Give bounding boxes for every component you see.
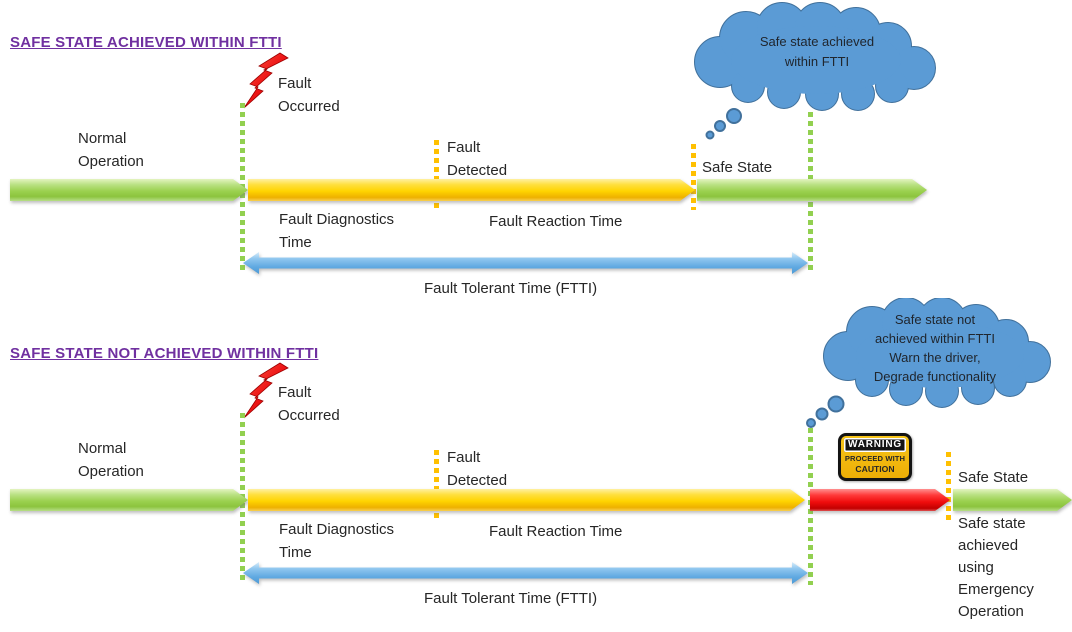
fault-occurred-label: Fault Occurred: [278, 75, 340, 115]
section1-title: SAFE STATE ACHIEVED WITHIN FTTI: [10, 34, 282, 51]
fault-detected-dotted-line: [434, 450, 439, 522]
normal-operation-label: Normal Operation: [78, 130, 144, 170]
safe-state-dotted-line: [946, 452, 951, 522]
safe-state-arrow: [953, 489, 1072, 511]
fault-detected-label: Fault Detected: [447, 449, 508, 489]
thought-bubble-text: Safe state not achieved within FTTI Warn…: [873, 312, 997, 384]
fault-detected-dotted-line: [434, 140, 439, 212]
safe-state-label: Safe State: [958, 469, 1029, 486]
fault-handling-arrow: [248, 489, 805, 511]
warning-sign-line2: PROCEED WITH: [844, 454, 906, 463]
thought-bubble-text: Safe state achieved within FTTI: [759, 34, 875, 69]
lightning-bolt-icon: [243, 362, 289, 419]
section2-title: SAFE STATE NOT ACHIEVED WITHIN FTTI: [10, 345, 319, 362]
safe-state-arrow: [697, 179, 927, 201]
fault-occurred-label: Fault Occurred: [278, 384, 340, 424]
warning-sign-line3: CAUTION: [855, 464, 895, 474]
warning-sign-title: WARNING: [844, 438, 906, 452]
normal-operation-arrow: [10, 489, 248, 511]
fault-reaction-label: Fault Reaction Time: [489, 213, 623, 230]
normal-operation-arrow: [10, 179, 248, 201]
fault-reaction-label: Fault Reaction Time: [489, 523, 623, 540]
normal-operation-label: Normal Operation: [78, 440, 144, 480]
emergency-operation-label: Safe state achieved using Emergency Oper…: [958, 515, 1034, 620]
thought-bubble-icon: [806, 298, 1051, 428]
fault-handling-arrow: [248, 179, 695, 201]
lightning-bolt-icon: [243, 52, 289, 109]
safe-state-label: Safe State: [702, 159, 773, 176]
fault-detected-label: Fault Detected: [447, 139, 508, 179]
ftti-span-arrow: [243, 252, 808, 274]
ftti-label: Fault Tolerant Time (FTTI): [424, 590, 598, 607]
ftti-span-arrow: [243, 562, 808, 584]
ftti-exceeded-arrow: [810, 489, 950, 511]
ftti-label: Fault Tolerant Time (FTTI): [424, 280, 598, 297]
safe-state-dotted-line: [691, 144, 696, 210]
fault-diagnostics-label: Fault Diagnostics Time: [279, 211, 395, 251]
warning-sign: WARNING PROCEED WITH CAUTION: [838, 433, 912, 481]
thought-bubble-icon: [694, 2, 936, 140]
fault-diagnostics-label: Fault Diagnostics Time: [279, 521, 395, 561]
